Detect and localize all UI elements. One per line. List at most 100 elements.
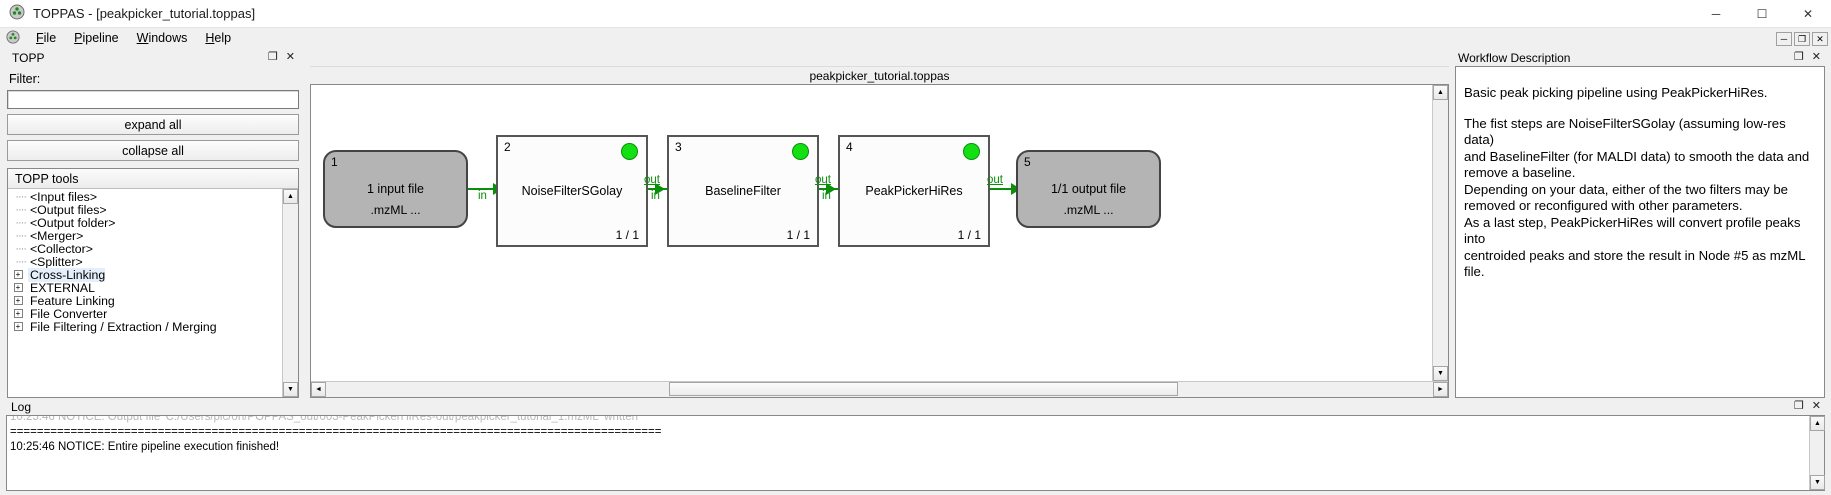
main-content-row: TOPP ❐ ✕ Filter: expand all collapse all… [0,49,1831,398]
log-line: 10:25:46 NOTICE: Entire pipeline executi… [10,441,280,453]
filter-input[interactable] [7,90,299,109]
tree-item-input-files[interactable]: ···· <Input files> [8,190,282,204]
node-number: 5 [1024,155,1031,169]
tree-leaf-dash: ···· [15,203,27,216]
description-line: As a last step, PeakPickerHiRes will con… [1464,214,1801,247]
expand-plus-icon[interactable]: + [8,283,28,292]
pipeline-horizontal-scrollbar[interactable]: ◄ ► [311,381,1448,397]
pipeline-node-1[interactable]: 1 1 input file .mzML ... [323,150,468,228]
close-button[interactable]: ✕ [1802,6,1814,21]
node-number: 1 [331,155,338,169]
node-title: NoiseFilterSGolay [521,184,623,198]
node-number: 4 [846,140,853,154]
tree-item-output-folder[interactable]: ···· <Output folder> [8,216,282,230]
topp-panel-close-icon[interactable]: ✕ [285,51,295,63]
pipeline-tab[interactable]: peakpicker_tutorial.toppas [310,66,1449,84]
log-text-box[interactable]: 10:25:46 NOTICE: Output file 'C:/Users/p… [6,415,1825,491]
topp-tree-vertical-scrollbar[interactable]: ▲ ▼ [282,189,298,397]
filter-label: Filter: [9,72,41,86]
expand-glyph: + [13,283,23,292]
tree-item-label: <Collector> [30,241,93,256]
description-line: removed or reconfigured with other param… [1464,198,1743,213]
menu-file-rest: ile [43,31,57,45]
description-panel-close-icon[interactable]: ✕ [1811,51,1821,63]
menu-windows-accel: W [136,31,149,45]
tree-leaf-dash: ···· [15,242,27,255]
expand-plus-icon[interactable]: + [8,296,28,305]
tree-item-label: File Converter [30,306,108,321]
pipeline-canvas[interactable]: 1 1 input file .mzML ... in 2 NoiseFi [311,85,1432,381]
description-text-area[interactable]: Basic peak picking pipeline using PeakPi… [1455,66,1825,398]
menu-pipeline[interactable]: Pipeline [65,29,127,48]
edge-2-3-arrowhead [655,183,665,195]
expand-plus-icon[interactable]: + [8,270,28,279]
window-controls: ─ ☐ ✕ [1693,0,1831,28]
tree-item-cross-linking[interactable]: + Cross-Linking [8,267,282,282]
topp-tools-tree-header: TOPP tools [8,169,298,189]
topp-panel-title: TOPP [12,50,45,65]
toppas-app-icon [9,4,25,23]
node-number: 3 [675,140,682,154]
collapse-all-button[interactable]: collapse all [7,140,299,161]
tree-item-merger[interactable]: ···· <Merger> [8,229,282,243]
menu-help-accel: H [205,31,215,45]
edge-4-5-out-label: out [987,174,1003,186]
pipeline-vertical-scrollbar[interactable]: ▲ ▼ [1432,85,1448,381]
menu-bar: File Pipeline Windows Help ─ ❐ ✕ [0,28,1831,49]
expand-all-button[interactable]: expand all [7,114,299,135]
tree-leaf-dash: ···· [15,255,27,268]
node-title: 1 input file [367,182,424,196]
scroll-left-icon[interactable]: ◄ [311,382,326,397]
scroll-down-icon[interactable]: ▼ [283,382,298,397]
log-text-content[interactable]: 10:25:46 NOTICE: Output file 'C:/Users/p… [7,416,1824,490]
pipeline-node-3[interactable]: 3 BaselineFilter 1 / 1 [667,135,819,247]
description-panel-float-icon[interactable]: ❐ [1793,51,1804,63]
hscroll-track[interactable] [326,382,1433,397]
mdi-minimize-button[interactable]: ─ [1776,32,1792,46]
expand-glyph: + [13,296,23,305]
scroll-down-icon[interactable]: ▼ [1433,366,1448,381]
pipeline-node-2[interactable]: 2 NoiseFilterSGolay 1 / 1 [496,135,648,247]
tree-item-external[interactable]: + EXTERNAL [8,281,282,295]
topp-panel-header: TOPP ❐ ✕ [7,49,299,66]
title-bar: TOPPAS - [peakpicker_tutorial.toppas] ─ … [0,0,1831,28]
tree-item-label: <Splitter> [30,254,83,269]
mdi-close-button[interactable]: ✕ [1812,32,1828,46]
tree-item-file-converter[interactable]: + File Converter [8,306,282,321]
hscroll-thumb[interactable] [669,382,1179,396]
edge-4-5 [990,188,1017,190]
pipeline-canvas-frame: 1 1 input file .mzML ... in 2 NoiseFi [310,84,1449,398]
log-vertical-scrollbar[interactable]: ▲ ▼ [1809,416,1825,490]
scroll-down-icon[interactable]: ▼ [1810,475,1825,490]
tree-item-label: Cross-Linking [28,267,106,282]
pipeline-node-5[interactable]: 5 1/1 output file .mzML ... [1016,150,1161,228]
pipeline-workspace: peakpicker_tutorial.toppas 1 1 input fil… [306,49,1453,398]
topp-panel-float-icon[interactable]: ❐ [267,51,278,63]
pipeline-node-4[interactable]: 4 PeakPickerHiRes 1 / 1 [838,135,990,247]
scroll-up-icon[interactable]: ▲ [1433,85,1448,100]
tree-item-collector[interactable]: ···· <Collector> [8,241,282,256]
maximize-button[interactable]: ☐ [1756,6,1768,21]
menu-file[interactable]: File [27,29,65,48]
tree-item-splitter[interactable]: ···· <Splitter> [8,254,282,269]
node-subtitle: .mzML ... [370,203,421,217]
minimize-button[interactable]: ─ [1711,6,1721,21]
edge-1-2 [468,188,495,190]
mdi-window-controls: ─ ❐ ✕ [1776,32,1828,46]
tree-item-feature-linking[interactable]: + Feature Linking [8,294,282,308]
mdi-restore-button[interactable]: ❐ [1794,32,1810,46]
expand-plus-icon[interactable]: + [8,322,28,331]
log-panel-float-icon[interactable]: ❐ [1793,400,1804,412]
topp-panel-buttons: ❐ ✕ [268,51,295,63]
tree-item-output-files[interactable]: ···· <Output files> [8,203,282,217]
scroll-up-icon[interactable]: ▲ [283,189,298,204]
tree-item-file-filtering[interactable]: + File Filtering / Extraction / Merging [8,320,282,334]
menu-windows[interactable]: Windows [128,29,197,48]
scroll-up-icon[interactable]: ▲ [1810,416,1825,431]
log-panel-close-icon[interactable]: ✕ [1811,400,1821,412]
menu-help[interactable]: Help [196,29,240,48]
expand-plus-icon[interactable]: + [8,309,28,318]
scroll-right-icon[interactable]: ► [1433,382,1448,397]
description-line: centroided peaks and store the result in… [1464,247,1806,280]
